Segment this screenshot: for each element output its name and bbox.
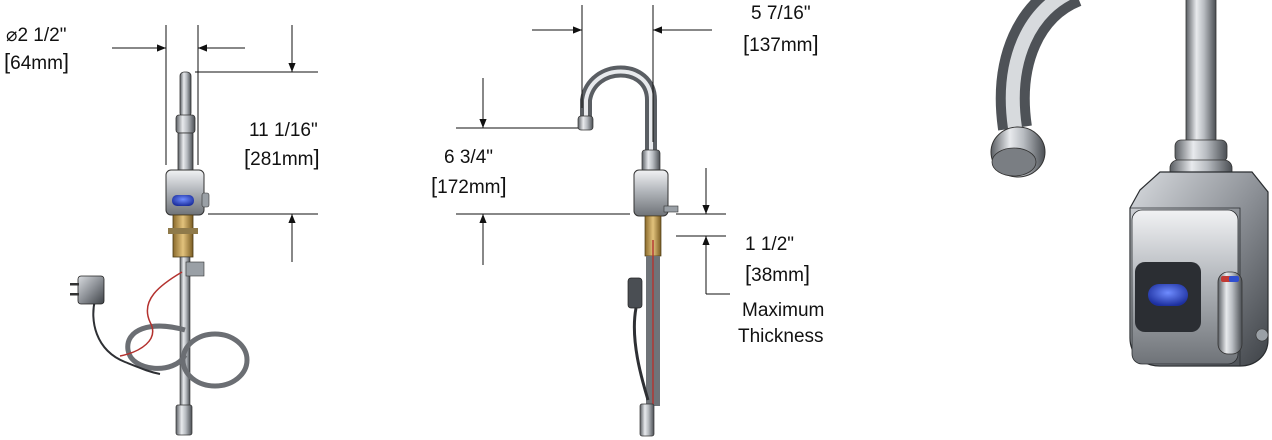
dimension-lines-side — [456, 5, 730, 295]
overall-height-metric-label: [281mm] — [244, 145, 320, 171]
faucet-side-view — [577, 65, 679, 437]
sensor-window-icon — [172, 195, 194, 206]
spout-diameter-metric-label: [64mm] — [4, 49, 70, 75]
spout-height-metric-label: [172mm] — [431, 173, 507, 199]
overall-height-imperial-label: 11 1/16" — [249, 120, 318, 141]
spout-diameter-imperial-label: ⌀2 1/2" — [6, 25, 67, 46]
spout-height-imperial-label: 6 3/4" — [444, 147, 494, 168]
spout-reach-metric-label: [137mm] — [743, 31, 819, 57]
deck-thickness-metric-label: [38mm] — [745, 261, 811, 287]
faucet-front-view — [70, 71, 250, 436]
faucet-perspective-view — [990, 0, 1269, 367]
spout-reach-imperial-label: 5 7/16" — [751, 3, 811, 24]
deck-thickness-imperial-label: 1 1/2" — [745, 234, 795, 255]
deck-thickness-note-line2: Thickness — [738, 326, 824, 347]
power-adapter-icon — [70, 275, 105, 305]
dimension-lines-front — [112, 25, 318, 262]
deck-thickness-note-line1: Maximum — [742, 300, 825, 321]
